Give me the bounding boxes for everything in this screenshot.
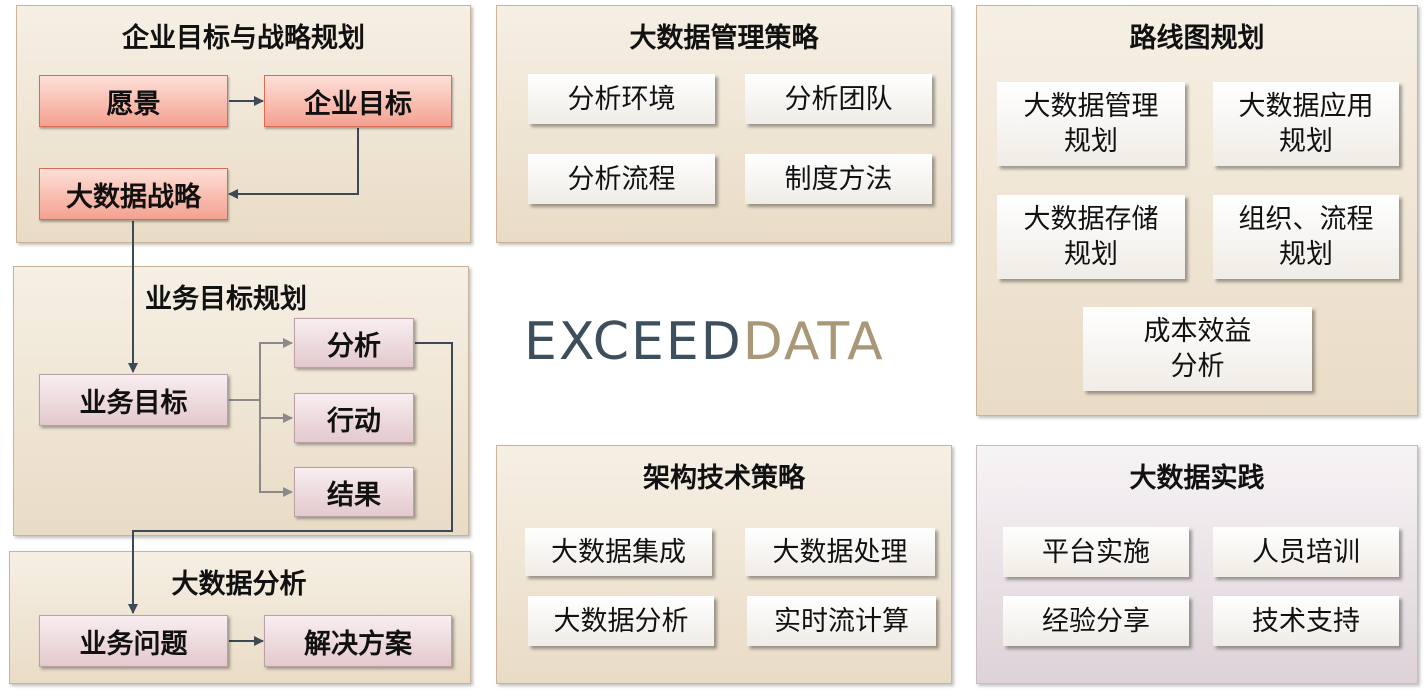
enterprise-goal-box: 企业目标 xyxy=(264,75,452,127)
roadmap-item-management: 大数据管理 规划 xyxy=(997,82,1185,166)
vision-box: 愿景 xyxy=(39,75,228,127)
logo-part2: DATA xyxy=(742,312,885,372)
roadmap-item-line1: 大数据应用 xyxy=(1238,91,1374,122)
roadmap-item-cost-benefit: 成本效益 分析 xyxy=(1083,307,1312,391)
result-box: 结果 xyxy=(294,467,414,517)
business-goal-box: 业务目标 xyxy=(39,374,228,426)
roadmap-item-line2: 分析 xyxy=(1170,351,1225,382)
architecture-item-streaming: 实时流计算 xyxy=(747,596,936,646)
management-item-method: 制度方法 xyxy=(745,154,932,204)
goal-to-strategy-arrow xyxy=(228,128,359,199)
management-item-process: 分析流程 xyxy=(528,154,715,204)
enterprise-title: 企业目标与战略规划 xyxy=(122,23,365,54)
business-title: 业务目标规划 xyxy=(145,284,307,315)
practice-title: 大数据实践 xyxy=(1129,463,1265,494)
roadmap-title: 路线图规划 xyxy=(1129,23,1265,54)
roadmap-item-line1: 大数据存储 xyxy=(1023,204,1159,235)
analysis-title: 大数据分析 xyxy=(171,569,307,600)
roadmap-item-organization: 组织、流程 规划 xyxy=(1213,195,1399,279)
practice-item-sharing: 经验分享 xyxy=(1003,596,1189,646)
goal-to-analysis-arrow xyxy=(229,338,293,401)
roadmap-item-line2: 规划 xyxy=(1064,239,1118,270)
roadmap-item-application: 大数据应用 规划 xyxy=(1213,82,1399,166)
roadmap-item-line2: 规划 xyxy=(1279,126,1333,157)
roadmap-item-line1: 成本效益 xyxy=(1143,316,1252,347)
practice-item-platform: 平台实施 xyxy=(1003,527,1189,577)
management-item-environment: 分析环境 xyxy=(528,74,715,124)
roadmap-item-line1: 组织、流程 xyxy=(1238,204,1374,235)
management-title: 大数据管理策略 xyxy=(629,23,819,54)
goal-to-result-arrow xyxy=(259,418,293,497)
analysis-box: 分析 xyxy=(294,318,414,368)
action-box: 行动 xyxy=(294,393,414,443)
goal-to-action-arrow xyxy=(259,400,293,423)
roadmap-item-line2: 规划 xyxy=(1064,126,1118,157)
solution-box: 解决方案 xyxy=(264,615,452,667)
architecture-item-integration: 大数据集成 xyxy=(525,528,712,576)
roadmap-item-line1: 大数据管理 xyxy=(1023,91,1159,122)
architecture-title: 架构技术策略 xyxy=(643,463,805,494)
business-problem-box: 业务问题 xyxy=(39,615,228,667)
logo-part1: EXCEED xyxy=(524,312,743,372)
analysis-to-problem-arrow xyxy=(128,342,453,614)
architecture-item-analysis: 大数据分析 xyxy=(528,596,714,646)
practice-item-support: 技术支持 xyxy=(1213,596,1399,646)
management-item-team: 分析团队 xyxy=(745,74,932,124)
bigdata-strategy-box: 大数据战略 xyxy=(39,168,228,220)
architecture-item-processing: 大数据处理 xyxy=(745,528,935,576)
exceeddata-logo: EXCEEDDATA xyxy=(524,312,885,372)
roadmap-item-line2: 规划 xyxy=(1279,239,1333,270)
practice-item-training: 人员培训 xyxy=(1213,527,1399,577)
roadmap-item-storage: 大数据存储 规划 xyxy=(997,195,1185,279)
